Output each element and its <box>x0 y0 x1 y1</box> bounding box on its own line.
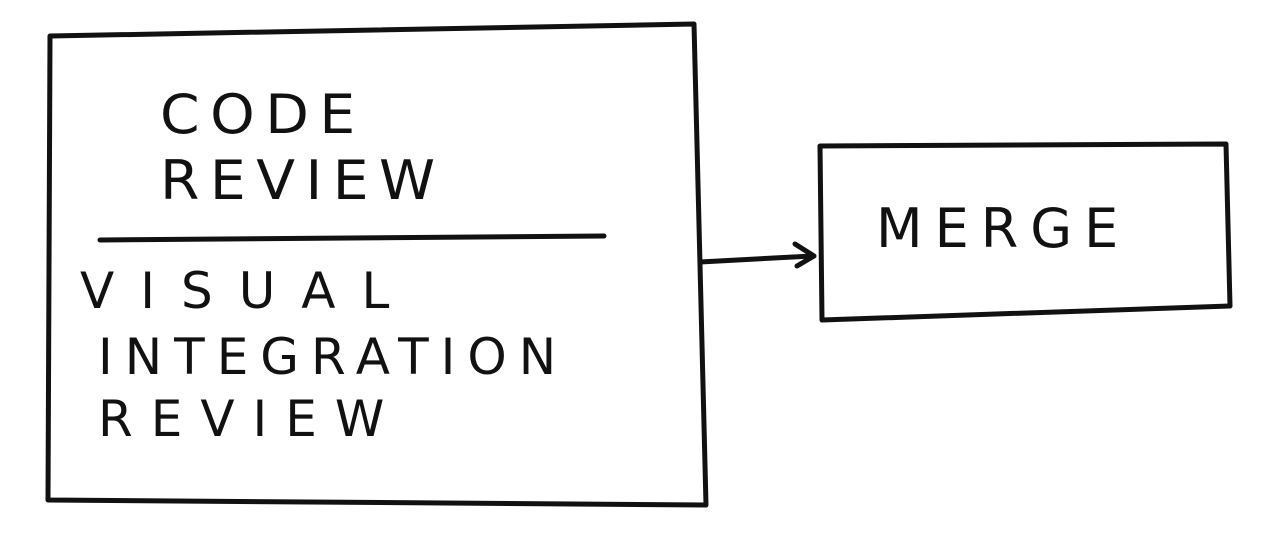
merge-box-outline <box>817 141 1233 323</box>
visual-review-label-line-2: INTEGRATION <box>98 328 569 386</box>
arrow-head <box>792 241 817 269</box>
visual-review-label-line-1: VISUAL <box>80 262 416 320</box>
code-review-label-line-2: REVIEW <box>160 149 446 212</box>
review-box-outline <box>45 21 709 508</box>
arrow-line <box>697 253 815 265</box>
visual-review-label-line-3: REVIEW <box>98 390 403 448</box>
merge-label: MERGE <box>876 197 1131 260</box>
review-box-divider <box>97 233 607 243</box>
code-review-label-line-1: CODE <box>160 83 366 146</box>
